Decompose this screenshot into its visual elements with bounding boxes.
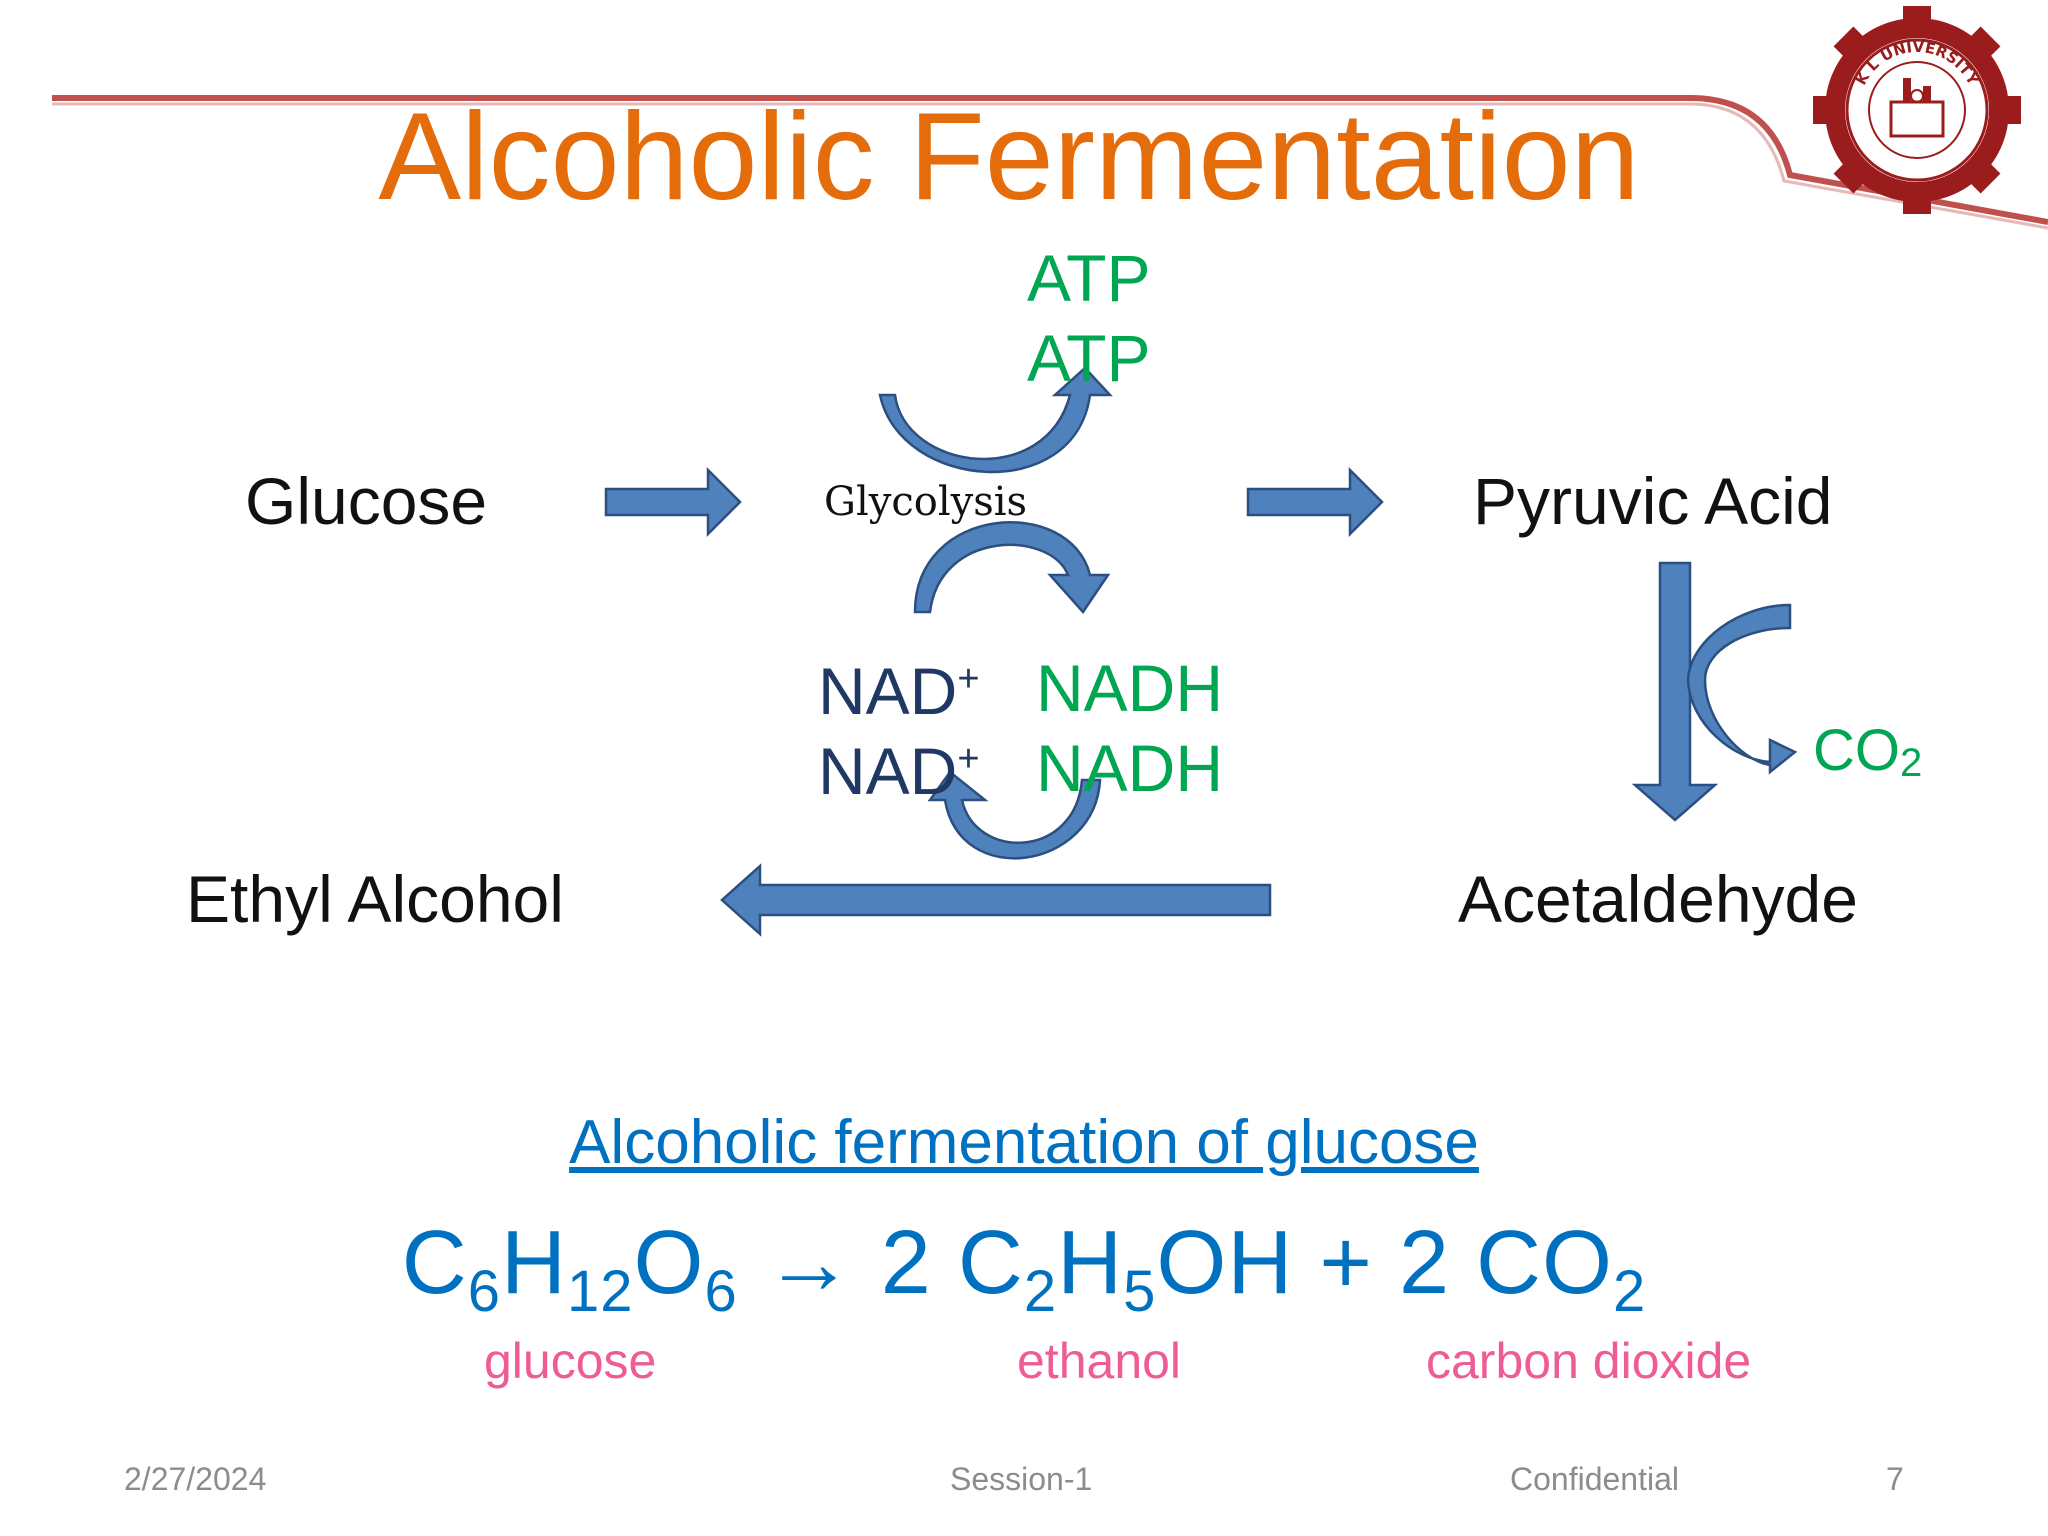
- nad-charge: +: [957, 738, 980, 780]
- acetaldehyde-label: Acetaldehyde: [1458, 862, 1858, 936]
- label-glucose: glucose: [484, 1333, 657, 1389]
- nad-text: NAD: [818, 654, 958, 728]
- university-logo: K L UNIVERSITY: [1813, 6, 2021, 214]
- co2-text: CO: [1813, 718, 1900, 783]
- nad-charge: +: [957, 658, 980, 700]
- atp-curved-arrow: [878, 366, 1113, 474]
- equation-caption: Alcoholic fermentation of glucose: [569, 1108, 1479, 1177]
- ethyl-alcohol-label: Ethyl Alcohol: [186, 862, 564, 936]
- co2-subscript: 2: [1900, 741, 1923, 785]
- arrow-glucose-to-glycolysis: [604, 466, 742, 538]
- footer-confidential: Confidential: [1510, 1461, 1679, 1497]
- nadh-label-1: NADH: [1036, 651, 1224, 725]
- nadh-curved-arrow: [927, 770, 1102, 860]
- header-rule: [52, 95, 2048, 225]
- footer-page-number: 7: [1886, 1461, 1904, 1497]
- arrow-pyruvic-to-acetaldehyde: [1631, 561, 1719, 822]
- nad-label-1: NAD+: [818, 658, 980, 724]
- co2-label: CO2: [1813, 722, 1922, 784]
- glucose-label: Glucose: [245, 464, 488, 538]
- footer-date: 2/27/2024: [124, 1461, 267, 1497]
- pyruvic-acid-label: Pyruvic Acid: [1473, 464, 1833, 538]
- atp-label-1: ATP: [1027, 241, 1151, 315]
- arrow-glycolysis-to-pyruvic: [1246, 466, 1384, 538]
- nad-text: NAD: [818, 734, 958, 808]
- slide-title: Alcoholic Fermentation: [378, 88, 1640, 226]
- label-carbon-dioxide: carbon dioxide: [1426, 1333, 1752, 1389]
- label-ethanol: ethanol: [1017, 1333, 1182, 1389]
- chemical-equation: C6H12O6 → 2 C2H5OH + 2 CO2: [401, 1213, 1647, 1324]
- co2-curved-arrow: [1686, 603, 1798, 775]
- nadh-label-2: NADH: [1036, 731, 1224, 805]
- footer-session: Session-1: [950, 1461, 1093, 1497]
- arrow-acetaldehyde-to-ethanol: [720, 863, 1272, 937]
- nad-label-2: NAD+: [818, 738, 980, 804]
- glycolysis-label: Glycolysis: [824, 479, 1028, 525]
- atp-label-2: ATP: [1027, 321, 1151, 395]
- nad-curved-arrow: [913, 521, 1111, 615]
